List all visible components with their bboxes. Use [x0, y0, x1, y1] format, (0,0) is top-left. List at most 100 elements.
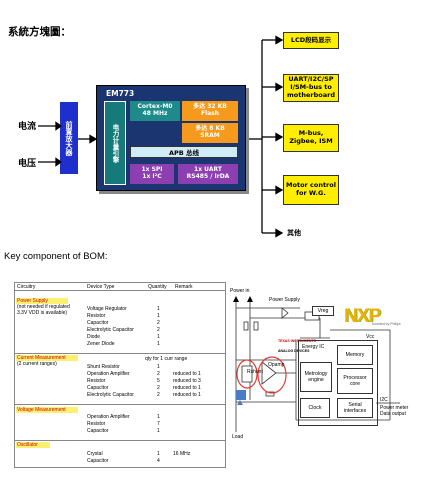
- processor-block: Processor core: [337, 368, 373, 394]
- bom-remark: reduced to 1: [173, 385, 201, 391]
- bom-device: Capacitor: [87, 458, 109, 464]
- bom-device: Diode: [87, 334, 101, 340]
- output-lcd: LCD段码显示: [283, 32, 339, 49]
- bom-qty: 1: [157, 334, 160, 340]
- sram-line2: SRAM: [200, 132, 220, 139]
- spi-line1: 1x SPI: [141, 166, 163, 174]
- schematic-vcc: Vcc: [366, 334, 375, 340]
- bom-device: Shunt Resistor: [87, 364, 120, 370]
- bom-table: Circuitry Device Type Quantity Remark Po…: [14, 282, 226, 468]
- bom-device: Resistor: [87, 421, 106, 427]
- flash-line1: 多达 32 KB: [193, 103, 227, 111]
- energy-ic-box: [298, 340, 378, 426]
- bom-qty: 5: [157, 378, 160, 384]
- bom-qty: 2: [157, 327, 160, 333]
- bom-remark: qty for 1 curr range: [145, 356, 188, 362]
- nxp-tagline: founded by Philips: [372, 322, 401, 326]
- section-current-note1: (2 current ranges): [17, 361, 57, 367]
- schematic-i2c: I2C: [380, 397, 388, 403]
- bom-device: Crystal: [87, 451, 103, 457]
- bom-device: Capacitor: [87, 428, 109, 434]
- bom-remark: reduced to 1: [173, 392, 201, 398]
- bom-device: Zener Diode: [87, 341, 115, 347]
- nxp-logo-text: NXP: [343, 306, 381, 327]
- bom-header-device: Device Type: [87, 284, 115, 290]
- output-mbus: M-bus, Zigbee, ISM: [283, 124, 339, 152]
- section-highlight-voltage: [16, 407, 78, 413]
- schematic-vreg: Vreg: [312, 306, 334, 316]
- bom-header-quantity: Quantity: [148, 284, 167, 290]
- nxp-logo: NXP: [340, 306, 384, 328]
- sram-block: 多达 8 KB SRAM: [182, 123, 238, 143]
- schematic-load: Load: [232, 434, 244, 440]
- adi-logo: ANALOG DEVICES: [278, 349, 310, 353]
- bom-device: Operation Amplifier: [87, 414, 130, 420]
- section-oscillator: Oscillator: [17, 442, 38, 448]
- bom-header-row: [15, 283, 225, 291]
- uart-line1: 1x UART: [194, 166, 222, 174]
- flash-line2: Flash: [200, 110, 220, 117]
- bom-qty: 2: [157, 371, 160, 377]
- output-other: 其他: [287, 229, 301, 237]
- bom-qty: 2: [157, 320, 160, 326]
- serial-block: Serial interfaces: [337, 398, 373, 418]
- ti-logo: TEXAS INSTRUMENTS: [278, 339, 316, 343]
- bom-header-circuitry: Circuitry: [17, 284, 36, 290]
- memory-block: Memory: [337, 345, 373, 365]
- schematic-opamp: Opamp: [268, 362, 285, 368]
- chip-name: EM773: [106, 89, 135, 98]
- bom-qty: 1: [157, 364, 160, 370]
- bom-qty: 1: [157, 341, 160, 347]
- apb-bus: APB 总线: [130, 146, 238, 158]
- page-title: 系統方塊圖：: [8, 26, 71, 38]
- flash-block: 多达 32 KB Flash: [182, 101, 238, 121]
- bom-device: Resistor: [87, 313, 106, 319]
- section-highlight-current: [16, 355, 78, 361]
- bom-qty: 2: [157, 392, 160, 398]
- bom-device: Capacitor: [87, 385, 109, 391]
- cpu-line2: 48 MHz: [142, 110, 168, 117]
- section-power-note1: (not needed if regulated: [17, 304, 70, 310]
- spi-line2: 1x I²C: [142, 173, 162, 180]
- cpu-block: Cortex-M0 48 MHz: [130, 101, 180, 121]
- bom-remark: reduced to 1: [173, 371, 201, 377]
- input-label-current: 电流: [18, 122, 37, 132]
- section-highlight-power: [16, 298, 68, 304]
- section-voltage: Voltage Measurement: [17, 407, 66, 413]
- section-power: Power Supply: [17, 298, 48, 304]
- uart-line2: RS485 / IrDA: [186, 173, 230, 180]
- bom-qty: 1: [157, 313, 160, 319]
- bom-qty: 1: [157, 306, 160, 312]
- bom-device: Voltage Regulator: [87, 306, 127, 312]
- section-divider: [15, 440, 225, 441]
- section-divider: [15, 404, 225, 405]
- bom-title: Key component of BOM:: [4, 251, 108, 262]
- output-motor: Motor control for W.G.: [283, 175, 339, 205]
- uart-block: 1x UART RS485 / IrDA: [178, 164, 238, 184]
- metrology-block: Metrology engine: [300, 362, 332, 392]
- sram-line1: 多达 8 KB: [195, 125, 225, 133]
- bom-remark: reduced to 3: [173, 378, 201, 384]
- energy-ic-label: Energy IC: [302, 344, 325, 350]
- input-label-voltage: 电压: [18, 159, 37, 169]
- preamp-label: 前置放大器: [65, 120, 73, 156]
- section-current: Current Measurement: [17, 355, 66, 361]
- preamp-block: 前置放大器: [60, 102, 78, 174]
- section-divider: [15, 353, 225, 354]
- metering-engine-label: 电力计量引擎: [111, 123, 119, 163]
- output-uart: UART/I2C/SP I/SM-bus to motherboard: [283, 74, 339, 102]
- bom-qty: 1: [157, 428, 160, 434]
- clock-block: Clock: [300, 398, 330, 418]
- schematic-output: Power meter Data output: [380, 405, 409, 417]
- bom-qty: 7: [157, 421, 160, 427]
- bom-header-remark: Remark: [175, 284, 193, 290]
- schematic-power-in: Power in: [230, 288, 250, 294]
- cpu-line1: Cortex-M0: [137, 103, 173, 111]
- bom-device: Electrolytic Capacitor: [87, 392, 134, 398]
- section-power-note2: 3.3V VDD is available): [17, 310, 68, 316]
- bom-device: Operation Amplifier: [87, 371, 130, 377]
- section-highlight-oscillator: [16, 442, 50, 448]
- schematic-power-supply: Power Supply: [269, 297, 300, 303]
- bom-qty: 1: [157, 414, 160, 420]
